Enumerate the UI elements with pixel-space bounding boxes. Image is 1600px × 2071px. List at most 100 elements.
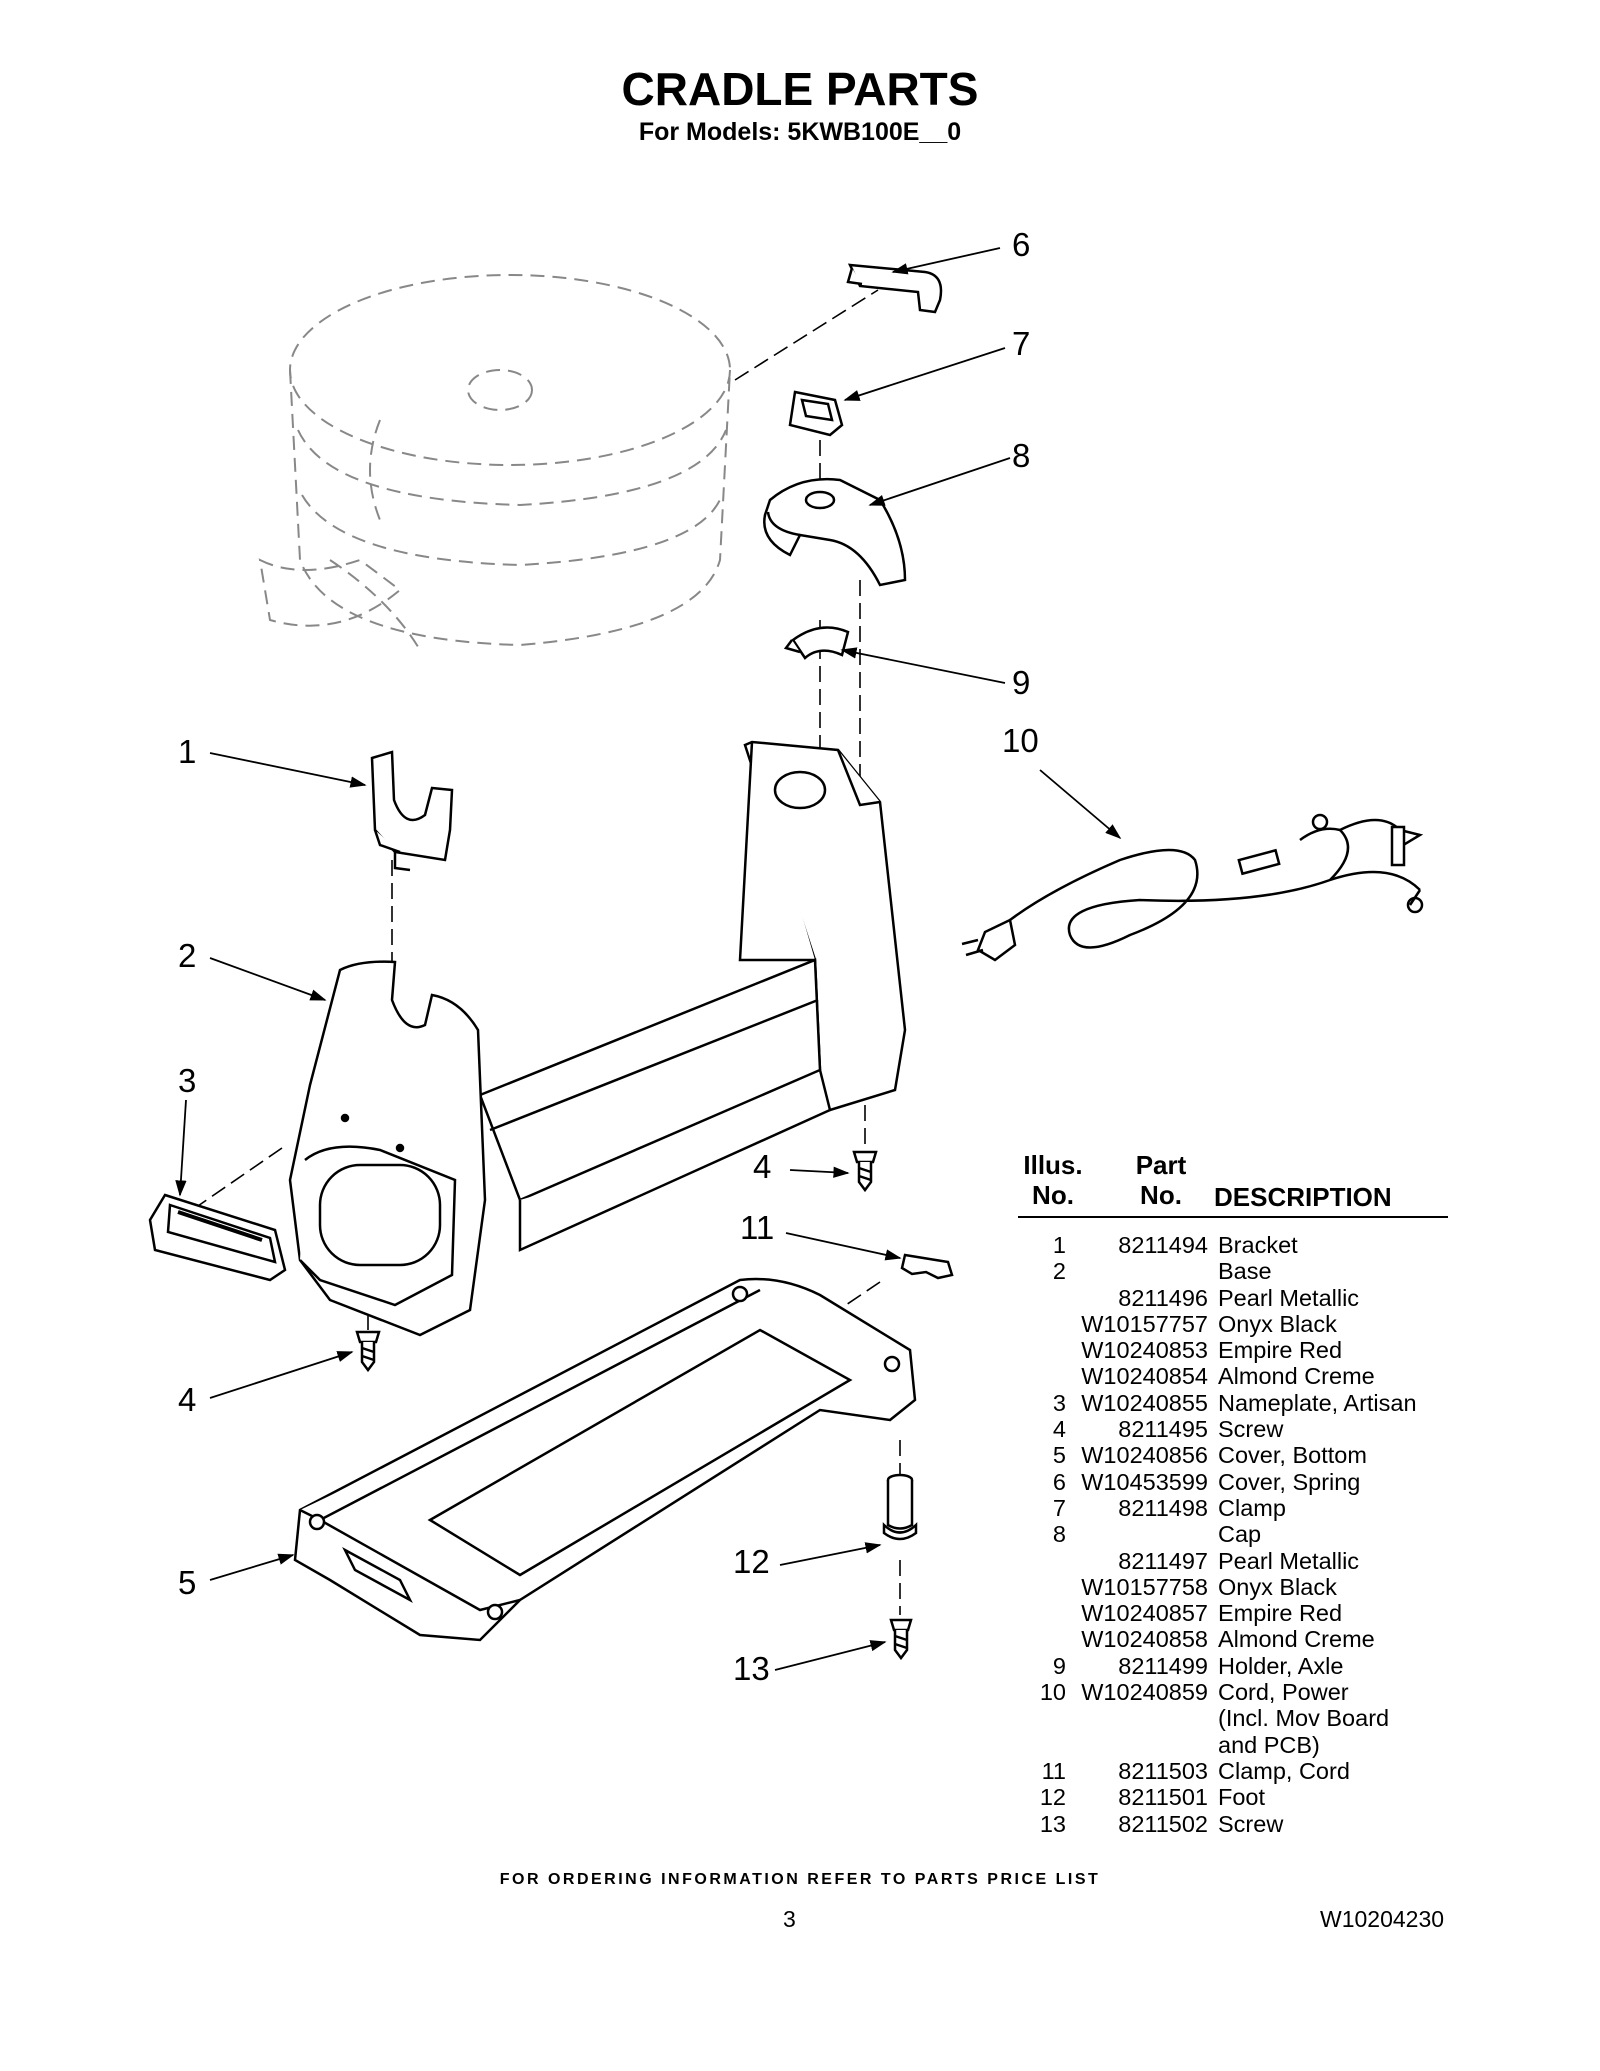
header-illus-line2: No. bbox=[1032, 1180, 1074, 1210]
description-cell: Holder, Axle bbox=[1218, 1652, 1344, 1679]
callout-4-left: 4 bbox=[178, 1381, 197, 1418]
page-number: 3 bbox=[783, 1906, 796, 1932]
part-no-cell: W10240853 bbox=[1081, 1337, 1208, 1364]
table-row: W10240854 Almond Creme bbox=[1018, 1363, 1448, 1389]
part-no-cell: 8211499 bbox=[1118, 1652, 1208, 1679]
header-part-line2: No. bbox=[1140, 1180, 1182, 1210]
part-3-nameplate bbox=[148, 1193, 287, 1282]
part-6-spring-cover bbox=[846, 263, 943, 314]
part-no-cell: W10240854 bbox=[1081, 1363, 1208, 1390]
part-2-base bbox=[288, 740, 907, 1337]
description-cell: Base bbox=[1218, 1258, 1272, 1285]
header-illus-line1: Illus. bbox=[1023, 1150, 1083, 1180]
illus-no-cell: 1 bbox=[1052, 1232, 1066, 1258]
description-cell: Foot bbox=[1218, 1784, 1266, 1811]
table-row: 8211496 Pearl Metallic bbox=[1018, 1285, 1448, 1311]
description-cell: Bracket bbox=[1218, 1232, 1298, 1258]
part-4-screw bbox=[355, 1330, 381, 1373]
callout-1: 1 bbox=[178, 733, 197, 770]
description-cell: Pearl Metallic bbox=[1218, 1284, 1360, 1311]
table-row: W10240858 Almond Creme bbox=[1018, 1626, 1448, 1652]
illus-no-cell: 5 bbox=[1052, 1442, 1066, 1469]
part-1-bracket bbox=[370, 750, 454, 872]
callout-7: 7 bbox=[1012, 325, 1031, 362]
part-no-cell: 8211497 bbox=[1118, 1547, 1208, 1574]
header-part-no: Part No. bbox=[1116, 1150, 1206, 1210]
description-cell: Pearl Metallic bbox=[1218, 1547, 1360, 1574]
callout-6: 6 bbox=[1012, 226, 1031, 263]
description-cell: Almond Creme bbox=[1218, 1363, 1375, 1390]
description-cell: Nameplate, Artisan bbox=[1218, 1389, 1417, 1416]
part-no-cell: 8211496 bbox=[1118, 1284, 1208, 1311]
table-row: W10240857 Empire Red bbox=[1018, 1600, 1448, 1626]
callout-12: 12 bbox=[733, 1543, 770, 1580]
table-row: 7 8211498 Clamp bbox=[1018, 1495, 1448, 1521]
table-row: 1 8211494 Bracket bbox=[1018, 1232, 1448, 1258]
illus-no-cell: 3 bbox=[1052, 1389, 1066, 1416]
part-no-cell: 8211502 bbox=[1118, 1810, 1208, 1837]
callout-13: 13 bbox=[733, 1650, 770, 1687]
illus-no-cell: 13 bbox=[1039, 1810, 1066, 1837]
callout-2: 2 bbox=[178, 937, 197, 974]
part-no-cell: W10240857 bbox=[1081, 1600, 1208, 1627]
part-no-cell: 8211494 bbox=[1118, 1232, 1208, 1258]
callout-3: 3 bbox=[178, 1062, 197, 1099]
table-row: (Incl. Mov Board bbox=[1018, 1705, 1448, 1731]
part-11-cord-clamp bbox=[900, 1253, 954, 1280]
callout-4-right: 4 bbox=[753, 1148, 772, 1185]
part-9-axle-holder bbox=[783, 626, 850, 660]
header-illus-no: Illus. No. bbox=[1018, 1150, 1088, 1210]
description-cell: (Incl. Mov Board bbox=[1218, 1705, 1390, 1732]
part-no-cell: W10240855 bbox=[1081, 1389, 1208, 1416]
part-13-screw bbox=[889, 1618, 913, 1661]
illus-no-cell: 12 bbox=[1039, 1784, 1066, 1811]
page-subtitle: For Models: 5KWB100E__0 bbox=[638, 118, 962, 146]
part-no-cell: W10240858 bbox=[1081, 1626, 1208, 1653]
description-cell: Cap bbox=[1218, 1521, 1262, 1548]
part-no-cell: W10240859 bbox=[1081, 1679, 1208, 1706]
description-cell: Onyx Black bbox=[1218, 1310, 1337, 1337]
part-5-bottom-cover bbox=[293, 1277, 917, 1642]
parts-table-header: Illus. No. Part No. DESCRIPTION bbox=[1018, 1150, 1448, 1218]
header-description: DESCRIPTION bbox=[1214, 1182, 1392, 1212]
table-row: 2 Base bbox=[1018, 1258, 1448, 1284]
part-no-cell: 8211498 bbox=[1118, 1494, 1208, 1521]
description-cell: Almond Creme bbox=[1218, 1626, 1375, 1653]
description-cell: Clamp bbox=[1218, 1494, 1286, 1521]
callout-8: 8 bbox=[1012, 437, 1031, 474]
description-cell: Empire Red bbox=[1218, 1337, 1343, 1364]
part-no-cell: W10240856 bbox=[1081, 1442, 1208, 1469]
header-part-line1: Part bbox=[1135, 1150, 1187, 1180]
parts-table: Illus. No. Part No. DESCRIPTION 1 8211494… bbox=[1018, 1150, 1448, 1837]
illus-no-cell: 10 bbox=[1039, 1679, 1066, 1706]
illus-no-cell: 4 bbox=[1052, 1416, 1066, 1443]
table-row: 5 W10240856 Cover, Bottom bbox=[1018, 1442, 1448, 1468]
phantom-bowl-outline bbox=[258, 274, 731, 651]
part-8-cap bbox=[763, 478, 907, 587]
table-row: 8 Cap bbox=[1018, 1521, 1448, 1547]
description-cell: Empire Red bbox=[1218, 1600, 1343, 1627]
table-row: W10240853 Empire Red bbox=[1018, 1337, 1448, 1363]
callout-10: 10 bbox=[1002, 722, 1039, 759]
illus-no-cell: 11 bbox=[1041, 1757, 1066, 1784]
part-no-cell: W10157757 bbox=[1081, 1310, 1208, 1337]
description-cell: and PCB) bbox=[1218, 1731, 1320, 1758]
description-cell: Cover, Bottom bbox=[1218, 1442, 1367, 1469]
illus-no-cell: 8 bbox=[1052, 1521, 1066, 1548]
table-row: and PCB) bbox=[1018, 1732, 1448, 1758]
illus-no-cell: 7 bbox=[1052, 1494, 1066, 1521]
part-no-cell: 8211503 bbox=[1118, 1757, 1208, 1784]
part-no-cell: 8211495 bbox=[1118, 1416, 1208, 1443]
illus-no-cell: 2 bbox=[1052, 1258, 1066, 1285]
callout-9: 9 bbox=[1012, 664, 1031, 701]
callout-5: 5 bbox=[178, 1564, 197, 1601]
description-cell: Onyx Black bbox=[1218, 1573, 1337, 1600]
part-12-foot bbox=[882, 1473, 918, 1541]
